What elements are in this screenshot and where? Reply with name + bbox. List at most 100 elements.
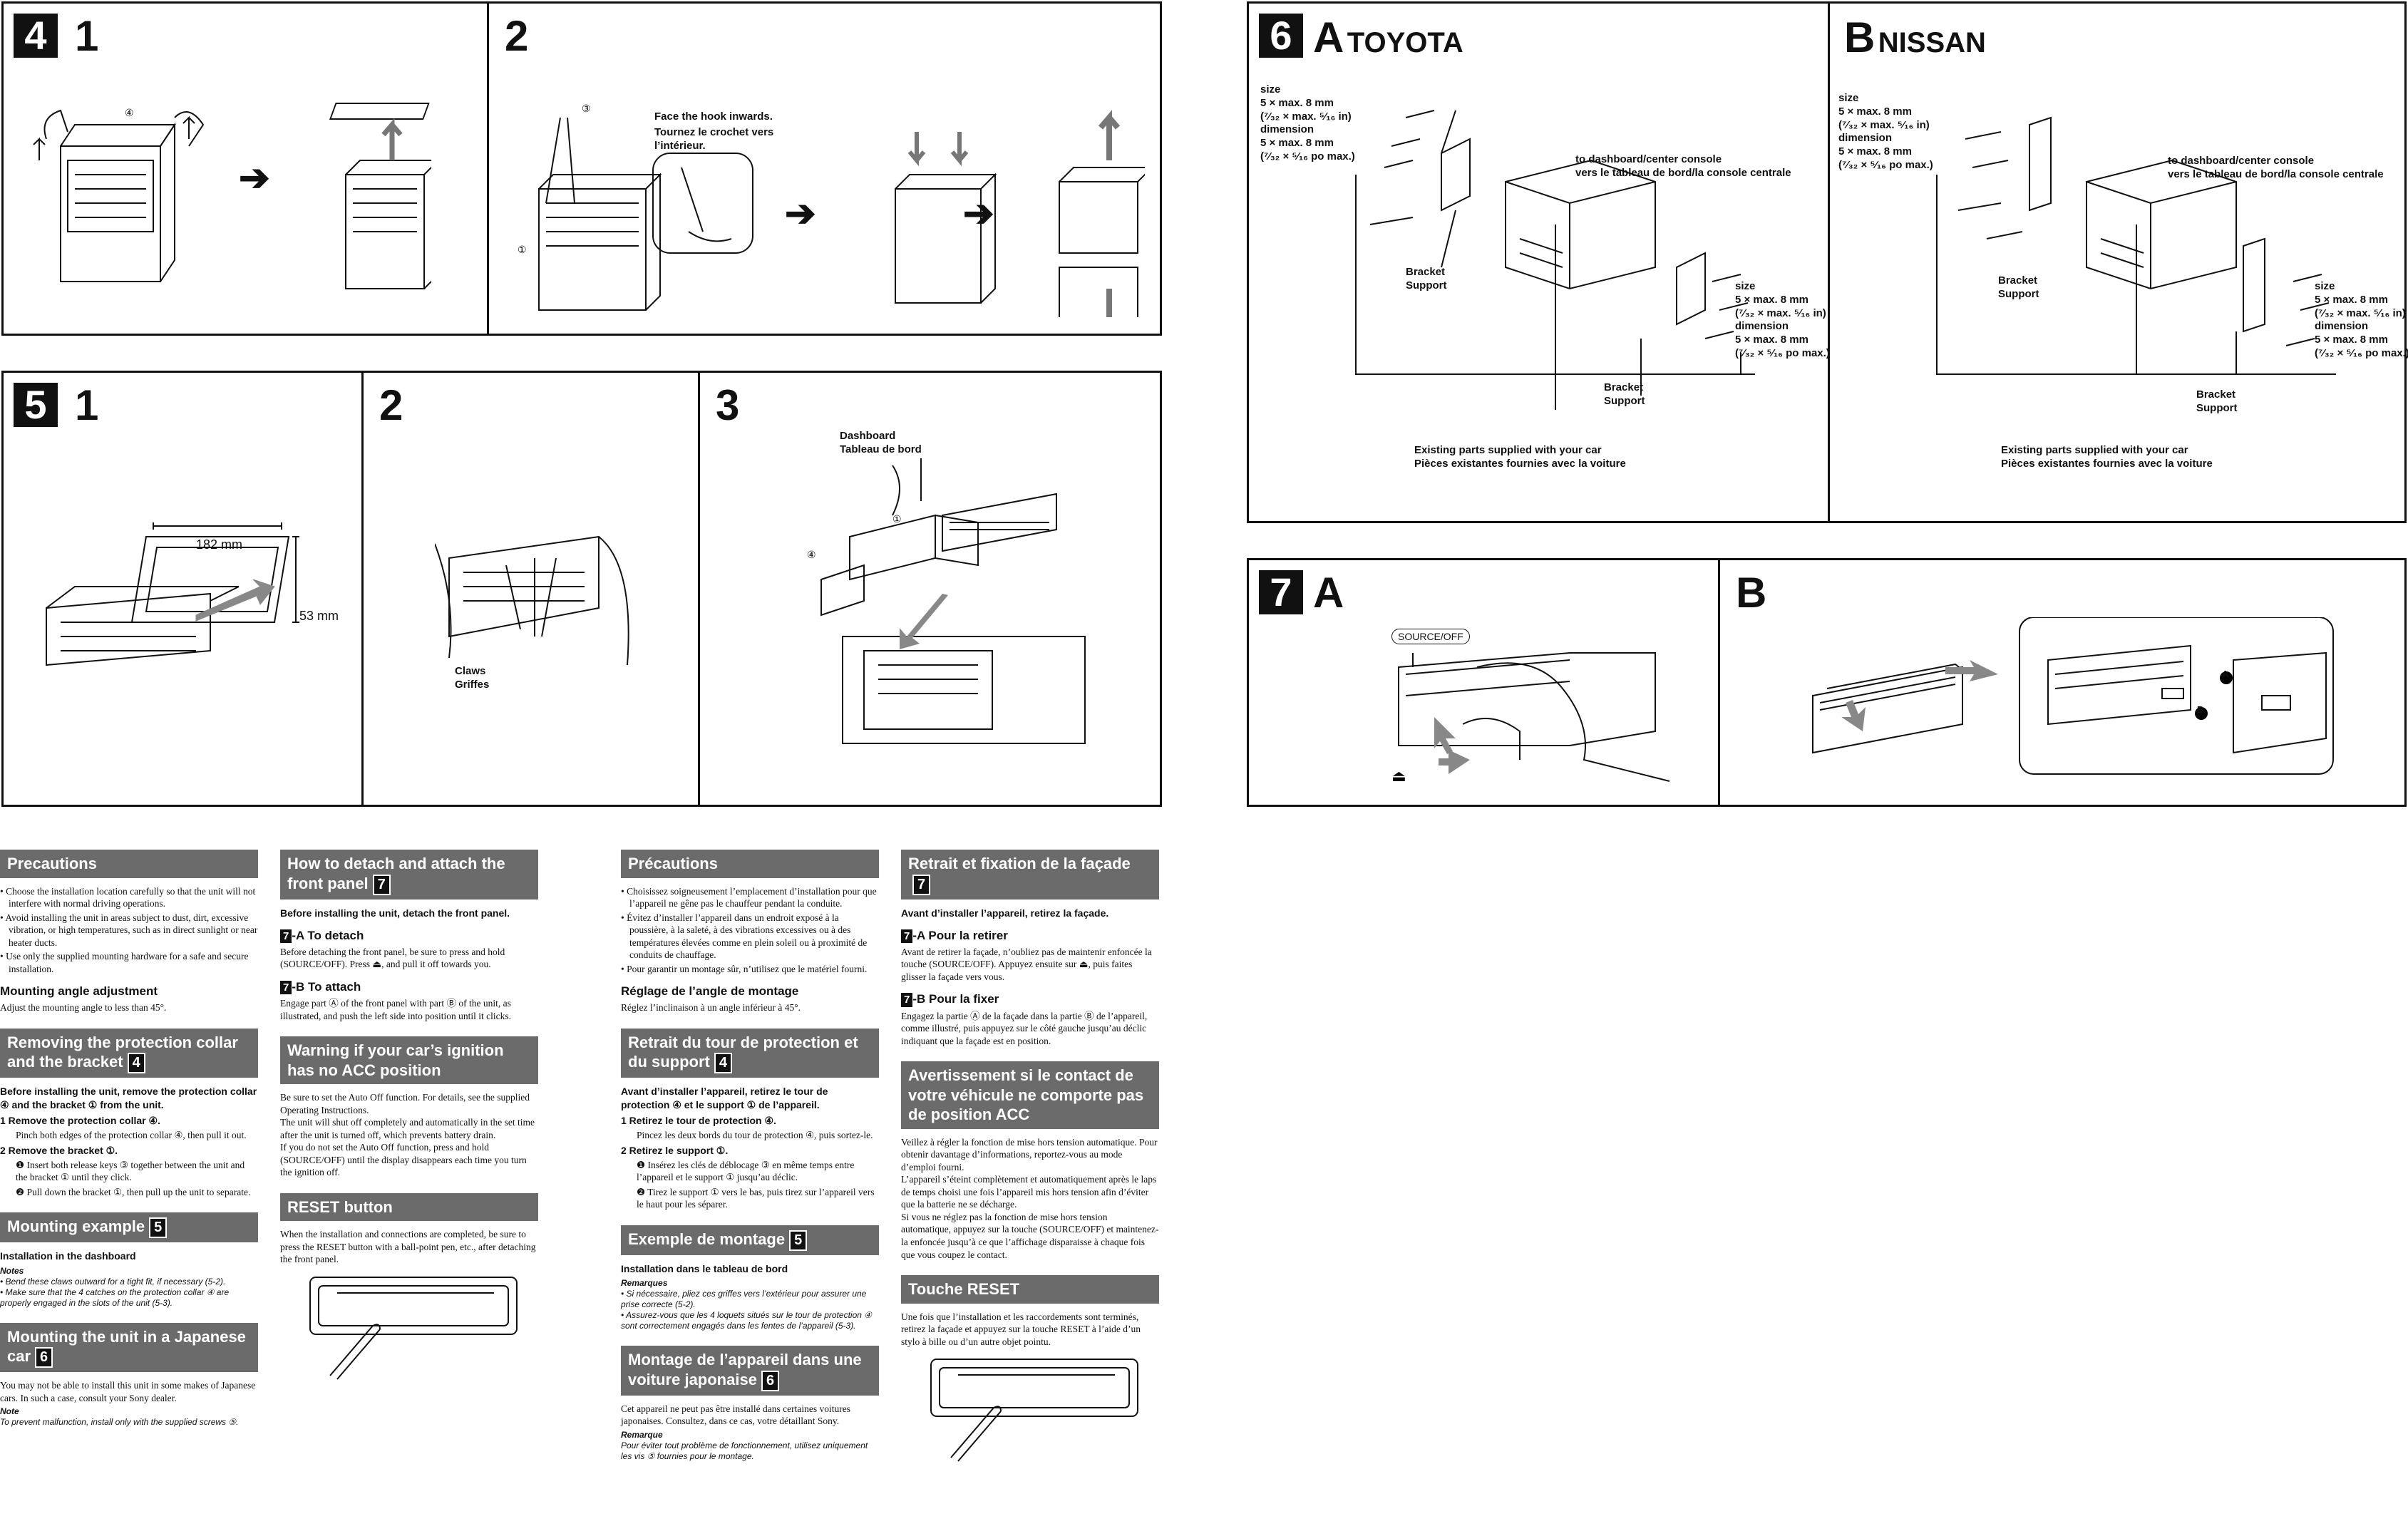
note-item: • Make sure that the 4 catches on the pr… [0,1287,230,1308]
variant-letter: B [1844,14,1876,61]
bracket-label: Bracket Support [1406,266,1447,292]
panel-6-nissan: B NISSAN size 5 × max. 8 mm (⁷⁄₃₂ × max.… [1828,4,2408,521]
nissan-bracket-illustration [1936,116,2336,375]
paragraph: ❷ Pull down the bracket ①, then pull up … [16,1186,251,1197]
step-number: 3 [716,381,740,429]
list-item: • Avoid installing the unit in areas sub… [0,912,258,948]
subheading-text: -B To attach [292,979,361,994]
subheading: 7-A Pour la retirer [901,928,1159,944]
section-heading: Removing the protection collar and the b… [0,1028,258,1078]
heading-text: RESET button [287,1197,393,1216]
toyota-heading: A TOYOTA [1313,16,1463,59]
arrow-icon: ➔ [963,193,994,234]
claws-illustration [435,535,629,666]
console-label: to dashboard/center console vers le tabl… [2168,155,2384,180]
eject-icon: ⏏ [1391,768,1406,785]
heading-text: Montage de l’appareil dans une voiture j… [628,1351,862,1388]
subheading: Réglage de l’angle de montage [621,984,799,999]
section-ref-badge: 7 [901,929,913,944]
section-ref-badge: 7 [280,980,292,995]
dimensions-illustration [46,522,299,666]
panel-5-step-2: 2 Claws Griffes [361,373,698,805]
notes-title: Remarques [621,1278,668,1289]
release-keys-illustration: ③ ① [518,103,1145,317]
step-title: 2 Remove the bracket ①. [0,1144,118,1156]
screw-spec-right: size 5 × max. 8 mm (⁷⁄₃₂ × max. ⁵⁄₁₆ in)… [1735,280,1830,359]
notes-title: Notes [0,1265,24,1276]
paragraph: Pincez les deux bords du tour de protect… [637,1130,873,1141]
panel-5: 5 1 182 mm 53 mm 2 [1,371,1162,807]
bracket-label: Bracket Support [1604,381,1645,407]
reset-button-illustration [309,1277,518,1380]
section-ref-badge: 4 [714,1053,732,1074]
paragraph: Avant d’installer l’appareil, retirez la… [901,907,1109,919]
detach-front-panel-illustration: ⏏ [1391,652,1670,785]
section-heading: Warning if your car’s ignition has no AC… [280,1036,538,1085]
heading-text: Warning if your car’s ignition has no AC… [287,1041,504,1079]
list-item: • Choose the installation location caref… [0,885,256,909]
note-item: • Si nécessaire, pliez ces griffes vers … [621,1289,867,1310]
heading-text: Mounting example [7,1217,145,1236]
section-ref-badge: 7 [901,993,913,1007]
subheading: 7-A To detach [280,928,538,944]
paragraph: Réglez l’inclinaison à un angle inférieu… [621,1002,801,1014]
note-item: • Bend these claws outward for a tight f… [0,1276,226,1287]
paragraph: Engagez la partie Ⓐ de la façade dans la… [901,1010,1148,1046]
hook-instruction-en: Face the hook inwards. [654,110,773,123]
paragraph: Avant de retirer la façade, n’oubliez pa… [901,946,1152,982]
heading-text: Retrait du tour de protection et du supp… [628,1033,858,1071]
heading-text: How to detach and attach the front panel [287,855,505,892]
panel-4-step-2: 2 Face the hook inwards. Tournez le croc… [487,4,1164,334]
section-heading: How to detach and attach the front panel… [280,850,538,900]
variant-letter: A [1313,569,1344,617]
dashboard-label: Dashboard Tableau de bord [840,430,922,455]
panel-6: 6 A TOYOTA size 5 × max. 8 mm (⁷⁄₃₂ × ma… [1247,1,2408,523]
section-heading: Retrait du tour de protection et du supp… [621,1028,879,1078]
section-ref-badge: 7 [372,874,391,895]
variant-title: NISSAN [1878,27,1986,58]
paragraph: Before detaching the front panel, be sur… [280,946,505,970]
step-title: 1 Remove the protection collar ④. [0,1114,160,1126]
heading-text: Mounting the unit in a Japanese car [7,1327,246,1366]
paragraph: Engage part Ⓐ of the front panel with pa… [280,997,511,1021]
heading-text: Exemple de montage [628,1230,786,1248]
text-column-fr-2: Retrait et fixation de la façade7 Avant … [901,850,1159,1465]
source-off-key: SOURCE/OFF [1391,629,1470,644]
panel-4-badge: 4 [14,14,58,58]
part-a-label: A [2222,669,2229,679]
heading-text: Précautions [628,855,718,872]
panel-5-step-3: 3 Dashboard Tableau de bord ④ ① [698,373,1164,805]
text-column-en-2: How to detach and attach the front panel… [280,850,538,1383]
paragraph: Before installing the unit, detach the f… [280,907,510,919]
section-heading: Precautions [0,850,258,878]
subheading-text: -A To detach [292,928,364,942]
variant-letter: A [1313,14,1344,61]
step-number: 2 [379,381,403,429]
list-item: • Choisissez soigneusement l’emplacement… [621,885,877,909]
note-item: To prevent malfunction, install only wit… [0,1417,239,1428]
subheading: Installation dans le tableau de bord [621,1262,788,1274]
panel-7: 7 A SOURCE/OFF ⏏ B [1247,558,2407,807]
panel-4: 4 1 ④ ➔ 2 Face the hook [1,1,1162,336]
paragraph: Adjust the mounting angle to less than 4… [0,1002,167,1014]
panel-4-step-1: 4 1 ④ ➔ [4,4,487,334]
svg-text:④: ④ [125,107,134,118]
existing-parts-label: Existing parts supplied with your car Pi… [1414,444,1626,470]
section-ref-badge: 5 [789,1230,808,1251]
section-ref-badge: 7 [912,874,931,895]
subheading: Installation in the dashboard [0,1250,136,1262]
section-heading: RESET button [280,1192,538,1222]
hook-instruction-fr: Tournez le crochet vers l’intérieur. [654,126,774,152]
paragraph: ❶ Insert both release keys ③ together be… [16,1159,245,1183]
subheading: 7-B To attach [280,979,538,995]
width-dimension: 182 mm [196,537,243,552]
section-heading: Précautions [621,850,879,878]
panel-7-badge: 7 [1259,570,1303,614]
section-ref-badge: 7 [280,929,292,944]
section-heading: Touche RESET [901,1275,1159,1304]
paragraph: Une fois que l’installation et les racco… [901,1311,1141,1347]
reset-button-illustration [930,1359,1138,1462]
console-label: to dashboard/center console vers le tabl… [1575,153,1791,179]
